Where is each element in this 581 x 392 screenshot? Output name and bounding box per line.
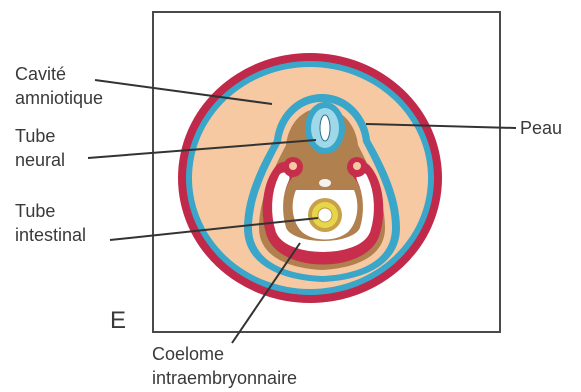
notochord [319,179,331,187]
label-peau: Peau [520,118,562,138]
coelom-left-tip-core [289,162,297,170]
label-coelome-line2: intraembryonnaire [152,368,297,388]
label-tube-neural-line2: neural [15,150,65,170]
intestinal-lumen [318,208,332,222]
coelom-right-tip-core [353,162,361,170]
label-cavite-line1: Cavité [15,64,66,84]
panel-letter: E [110,307,126,334]
neural-canal [320,115,330,141]
label-tube-neural-line1: Tube [15,126,55,146]
label-tube-intestinal-line1: Tube [15,201,55,221]
label-cavite-line2: amniotique [15,88,103,108]
label-coelome-line1: Coelome [152,344,224,364]
label-tube-intestinal-line2: intestinal [15,225,86,245]
